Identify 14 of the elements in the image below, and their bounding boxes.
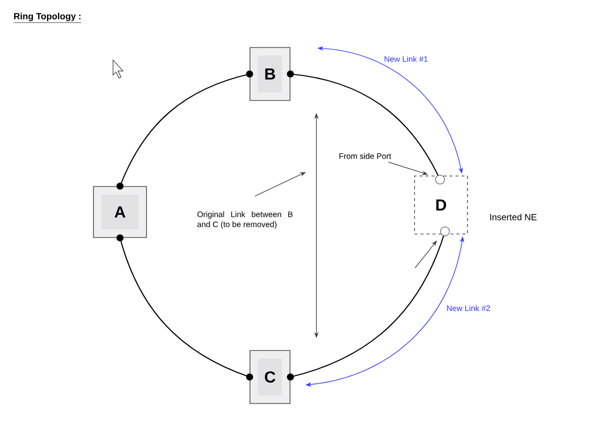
ring-link — [286, 70, 445, 184]
edge-label: New Link #1 — [383, 55, 430, 63]
title: Ring Topology : — [13, 12, 82, 23]
inserted-element-box: D — [414, 176, 468, 234]
ring-link — [116, 70, 254, 190]
link-note: Original Link between B and C (to be removed) — [197, 211, 293, 229]
port-label: From side Port — [339, 153, 392, 159]
element-caption: Inserted NE — [490, 214, 537, 220]
network-element-box: B — [250, 47, 290, 101]
network-element-box: C — [250, 350, 290, 404]
edge-label: New Link #2 — [445, 304, 492, 312]
ring-link — [116, 234, 254, 380]
network-element-box: A — [93, 186, 147, 238]
ring-link — [286, 226, 450, 380]
